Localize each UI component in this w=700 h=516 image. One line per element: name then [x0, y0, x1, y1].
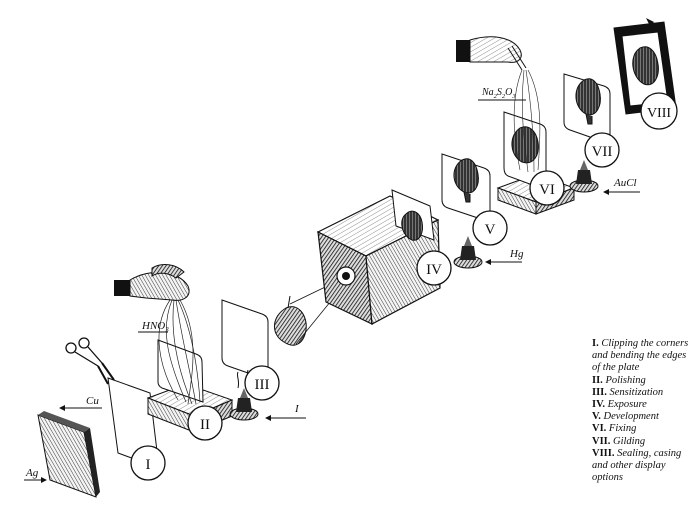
legend-item: VIII. Sealing, casing and other display …	[592, 447, 682, 484]
stage-numeral: VIII	[647, 106, 671, 121]
label-aucl: AuCl	[603, 177, 640, 195]
label-hg: Hg	[485, 248, 524, 265]
stage-marker-1: I	[130, 445, 166, 481]
stage-numeral: V	[485, 222, 496, 238]
stage-1-silver-plate	[37, 411, 100, 498]
hand-icon	[114, 264, 190, 301]
stage-marker-4: IV	[416, 250, 452, 286]
stage-marker-3: III	[244, 365, 280, 401]
stage-numeral: VI	[539, 182, 555, 198]
fixing-fibers	[513, 69, 541, 173]
svg-text:Cu: Cu	[86, 395, 99, 407]
label-cu: Cu	[59, 395, 102, 411]
label-ag: Ag	[24, 467, 47, 483]
legend-item: IV. Exposure	[592, 399, 647, 411]
legend: I. Clipping the corners and bending the …	[592, 338, 696, 484]
scissors-icon	[65, 337, 115, 385]
stage-numeral: IV	[426, 262, 442, 278]
legend-item: I. Clipping the corners and bending the …	[592, 338, 689, 374]
legend-item: V. Development	[592, 411, 659, 423]
stage-numeral: II	[200, 417, 210, 433]
svg-text:I: I	[294, 403, 300, 415]
svg-text:Hg: Hg	[509, 248, 524, 260]
svg-text:Na2S2O3: Na2S2O3	[481, 87, 516, 100]
stage-numeral: VII	[592, 144, 613, 160]
stage-7-plate	[563, 73, 611, 145]
stage-marker-5: V	[472, 210, 508, 246]
stage-4-camera	[316, 189, 441, 325]
stage-7-lamp	[569, 160, 599, 193]
label-thiosulfate: Na2S2O3	[478, 87, 526, 101]
subject-balloon	[274, 295, 307, 346]
label-hno3: HNO3	[138, 320, 169, 334]
stage-numeral: III	[255, 377, 270, 393]
legend-item: II. Polishing	[592, 374, 646, 386]
stage-5-lamp	[453, 236, 483, 269]
label-iodine: I	[265, 403, 306, 421]
hand-icon-2	[456, 36, 527, 71]
svg-text:HNO3: HNO3	[141, 320, 169, 334]
legend-item: VI. Fixing	[592, 423, 637, 435]
legend-item: VII. Gilding	[592, 435, 646, 447]
svg-text:Ag: Ag	[25, 467, 39, 479]
legend-item: III. Sensitization	[592, 386, 664, 398]
stage-5-plate	[441, 153, 491, 223]
stage-marker-6: VI	[529, 170, 565, 206]
svg-text:AuCl: AuCl	[613, 177, 637, 189]
polishing-fibers	[158, 299, 201, 405]
stage-marker-8: VIII	[640, 92, 678, 130]
stage-marker-2: II	[187, 405, 223, 441]
stage-numeral: I	[146, 457, 151, 473]
stage-marker-7: VII	[584, 132, 620, 168]
